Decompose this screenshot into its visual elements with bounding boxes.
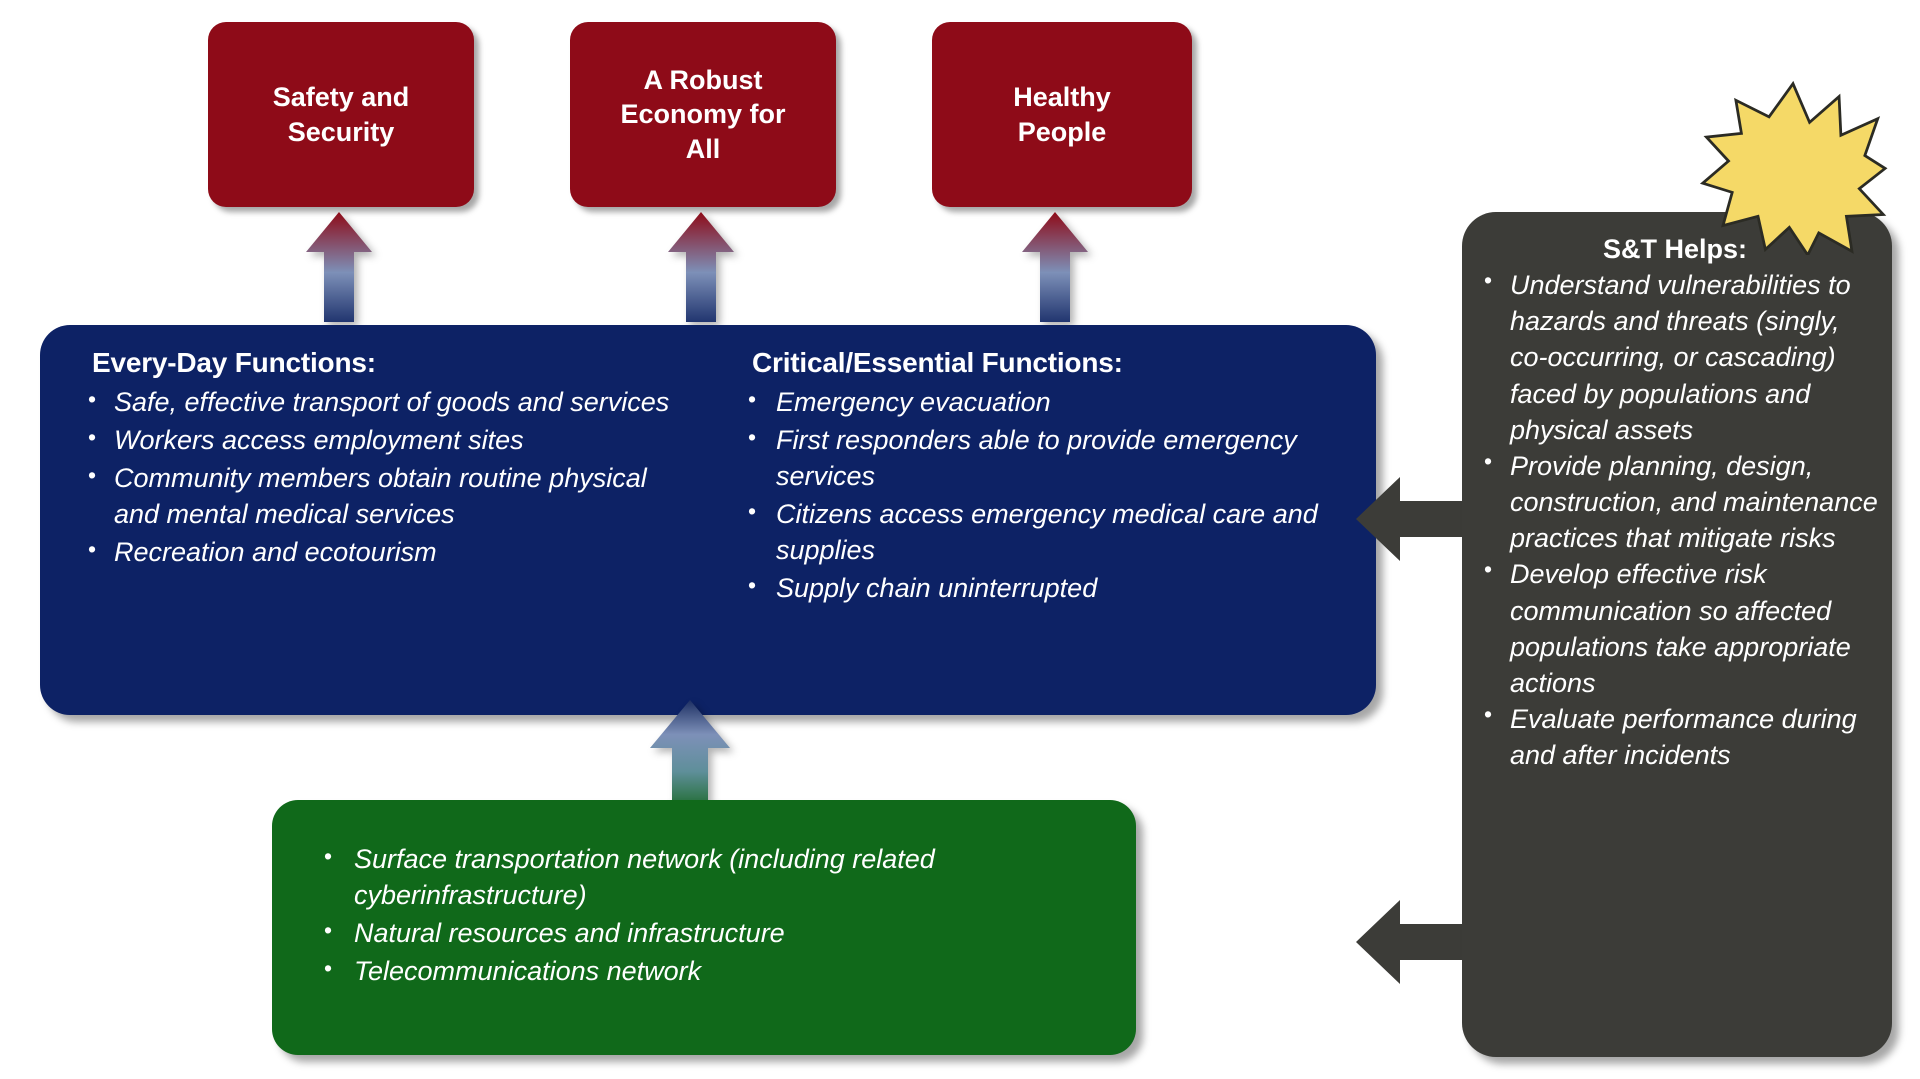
list-item: Recreation and ecotourism <box>66 534 688 571</box>
functions-box: Every-Day Functions: Safe, effective tra… <box>40 325 1376 715</box>
upward-arrow-icon-to-functions <box>650 700 730 815</box>
list-item: Safe, effective transport of goods and s… <box>66 384 688 421</box>
list-item: First responders able to provide emergen… <box>738 422 1330 495</box>
list-item: Workers access employment sites <box>66 422 688 459</box>
list-item: Provide planning, design, construction, … <box>1472 446 1878 557</box>
infrastructure-list: Surface transportation network (includin… <box>302 841 1106 990</box>
outcome-label: A Robust Economy for All <box>620 64 786 164</box>
everyday-functions-heading: Every-Day Functions: <box>92 347 376 378</box>
upward-arrow-icon-to-healthy-people <box>1022 212 1088 322</box>
list-item: Understand vulnerabilities to hazards an… <box>1472 265 1878 448</box>
starburst-icon <box>1699 80 1888 255</box>
st-helps-heading: S&T Helps: <box>1602 234 1748 264</box>
upward-arrow-icon-to-economy <box>668 212 734 322</box>
list-item: Develop effective risk communication so … <box>1472 554 1878 701</box>
infrastructure-box: Surface transportation network (includin… <box>272 800 1136 1055</box>
list-item: Surface transportation network (includin… <box>302 841 1106 914</box>
upward-arrow-icon-to-safety <box>306 212 372 322</box>
everyday-functions-column: Every-Day Functions: Safe, effective tra… <box>66 347 708 695</box>
list-item: Supply chain uninterrupted <box>738 570 1330 607</box>
everyday-functions-list: Safe, effective transport of goods and s… <box>66 384 688 571</box>
outcome-label: Safety and Security <box>272 81 410 147</box>
outcome-box-healthy-people: Healthy People <box>932 22 1192 207</box>
st-helps-box: S&T Helps: Understand vulnerabilities to… <box>1462 212 1892 1057</box>
st-helps-list: Understand vulnerabilities to hazards an… <box>1472 265 1878 773</box>
list-item: Evaluate performance during and after in… <box>1472 699 1878 773</box>
outcome-box-robust-economy-for-all: A Robust Economy for All <box>570 22 836 207</box>
leftward-arrow-icon-upper <box>1356 477 1486 561</box>
outcome-box-safety-and-security: Safety and Security <box>208 22 474 207</box>
list-item: Emergency evacuation <box>738 384 1330 421</box>
critical-functions-heading: Critical/Essential Functions: <box>752 347 1123 378</box>
list-item: Natural resources and infrastructure <box>302 915 1106 952</box>
list-item: Telecommunications network <box>302 953 1106 990</box>
outcome-label: Healthy People <box>1013 81 1111 147</box>
list-item: Community members obtain routine physica… <box>66 460 688 533</box>
list-item: Citizens access emergency medical care a… <box>738 496 1330 569</box>
critical-functions-list: Emergency evacuation First responders ab… <box>738 384 1330 607</box>
leftward-arrow-icon-lower <box>1356 900 1486 984</box>
critical-functions-column: Critical/Essential Functions: Emergency … <box>708 347 1350 695</box>
